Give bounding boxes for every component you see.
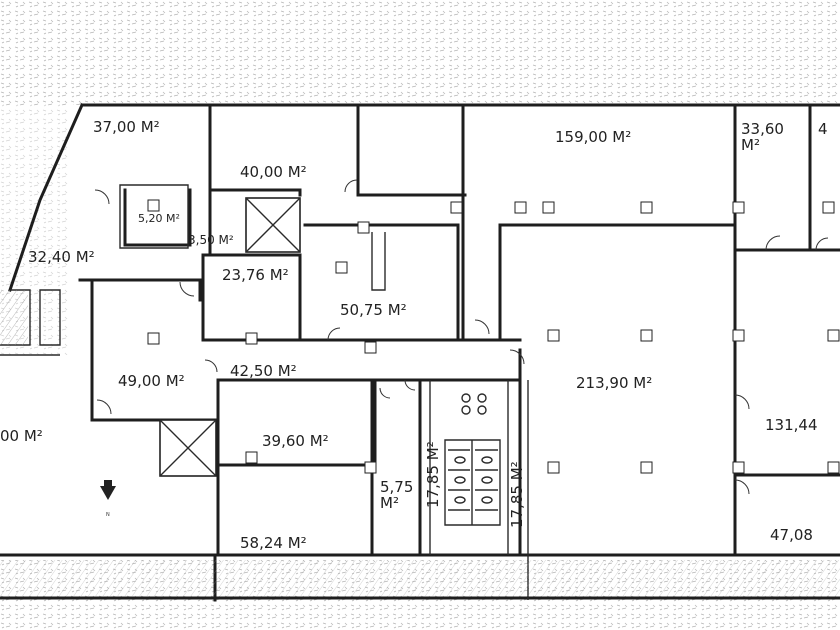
room-area-49-00: 49,00 M² bbox=[118, 372, 185, 390]
shaft-1 bbox=[245, 197, 301, 253]
room-area-47-08: 47,08 bbox=[770, 526, 813, 544]
room-area-23-76: 23,76 M² bbox=[222, 266, 289, 284]
room-area-17-85-b: 17,85 M² bbox=[508, 461, 526, 528]
door-swings bbox=[94, 179, 829, 495]
room-area-17-85-a: 17,85 M² bbox=[424, 441, 442, 508]
room-area-left-edge: 00 M² bbox=[0, 427, 43, 445]
hatched-area-strip bbox=[0, 560, 840, 596]
room-area-213-90: 213,90 M² bbox=[576, 374, 652, 392]
room-area-4: 4 bbox=[818, 120, 828, 138]
shaft-2 bbox=[159, 419, 217, 477]
room-area-39-60: 39,60 M² bbox=[262, 432, 329, 450]
scan-texture-top bbox=[0, 0, 840, 105]
room-area-42-50: 42,50 M² bbox=[230, 362, 297, 380]
room-area-37: 37,00 M² bbox=[93, 118, 160, 136]
room-area-159: 159,00 M² bbox=[555, 128, 631, 146]
room-area-5-20: 5,20 M² bbox=[138, 212, 180, 225]
room-area-58-24: 58,24 M² bbox=[240, 534, 307, 552]
room-area-3-50: 3,50 M² bbox=[188, 233, 234, 247]
hatched-area-left bbox=[0, 290, 28, 345]
internal-walls bbox=[78, 103, 840, 557]
room-area-50-75: 50,75 M² bbox=[340, 301, 407, 319]
room-area-32-40: 32,40 M² bbox=[28, 248, 95, 266]
room-area-40: 40,00 M² bbox=[240, 163, 307, 181]
north-arrow-icon: N bbox=[100, 480, 116, 518]
north-label: N bbox=[106, 512, 110, 518]
toilet-stalls bbox=[448, 393, 498, 511]
room-area-131-44: 131,44 bbox=[765, 416, 818, 434]
columns bbox=[147, 199, 840, 474]
